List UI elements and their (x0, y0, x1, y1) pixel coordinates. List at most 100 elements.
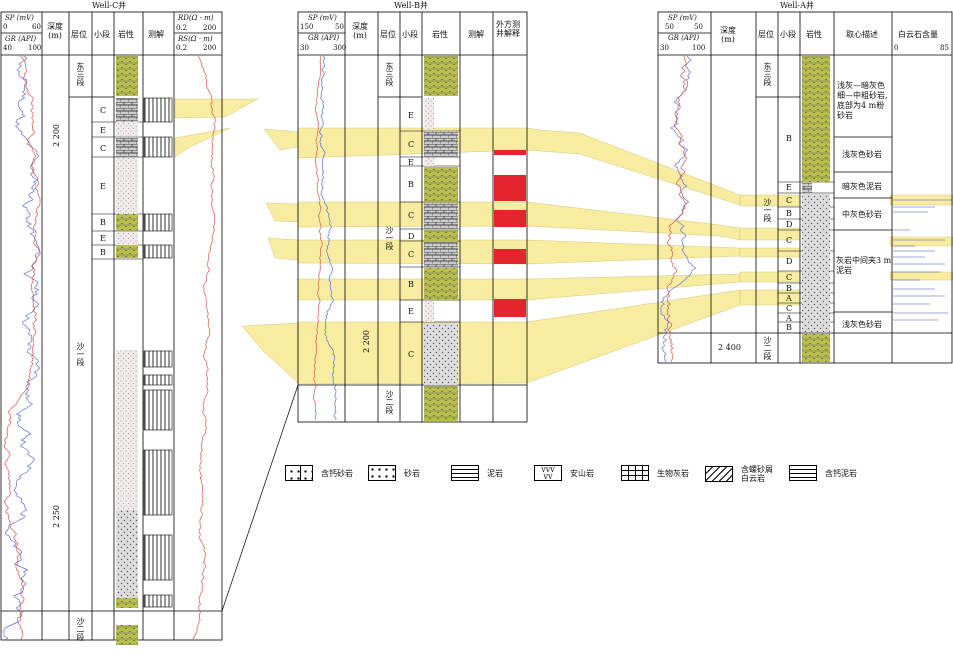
well-a-sp-label: SP (mV) (668, 14, 697, 22)
well-c-sub-3: E (100, 182, 106, 191)
well-c-sub-2: C (100, 144, 107, 153)
legend-label-0: 含钙砂岩 (321, 468, 353, 478)
well-c-layer-label: 层位 (71, 30, 87, 39)
well-a-sub-9: A (786, 294, 792, 303)
well-c-litho-label: 岩性 (118, 30, 134, 39)
legend-label-2: 泥岩 (487, 468, 503, 478)
well-a-title: Well-A井 (780, 1, 814, 10)
well-c-rs-label: RS(Ω · m) (178, 35, 213, 43)
well-c-sp-curve (3, 55, 41, 641)
legend-label-1: 砂岩 (404, 468, 420, 478)
well-c-sp-label: SP (mV) (5, 14, 34, 22)
well-a-sub-10: C (786, 304, 793, 313)
well-a-panel (657, 11, 953, 364)
band-9 (241, 322, 299, 384)
legend-label-3: 安山岩 (570, 468, 594, 478)
band-13 (889, 236, 953, 247)
well-c-rs-max: 200 (203, 44, 217, 52)
well-b-sub-3: B (408, 180, 414, 189)
well-a-core-0: 浅灰—暗灰色 细—中粗砂岩, 底部为4 m粉 砂岩 (837, 81, 888, 120)
well-c-gr-max: 100 (28, 44, 42, 52)
legend-sandstone: 砂岩 (368, 465, 420, 481)
well-a-depth-label: 深度 (m) (720, 26, 736, 44)
well-b-sp-label: SP (mV) (308, 14, 337, 22)
well-c-sub-0: C (100, 106, 107, 115)
well-c-rd-min: 0.2 (176, 24, 188, 32)
well-b-title: Well-B井 (394, 1, 429, 10)
well-b-unit-mid: 沙一段 (385, 226, 394, 250)
well-b-sp-min: 150 (300, 23, 314, 31)
well-a-sub-8: B (786, 284, 792, 293)
well-c-depth-label: 深度 (m) (47, 22, 63, 40)
well-a-core-label: 取心描述 (846, 30, 878, 39)
band-1 (174, 98, 259, 119)
well-a-sub-4: D (786, 220, 793, 229)
well-c-unit-bot: 沙二段 (76, 617, 85, 641)
well-a-litho (802, 56, 830, 362)
well-c-litho (116, 56, 138, 645)
legend-mudstone: 泥岩 (451, 465, 503, 481)
well-a-sub-5: C (786, 236, 793, 245)
well-c-depth-2250: 2 250 (52, 505, 61, 528)
well-b-sub-6: C (408, 250, 415, 259)
well-b-gr-label: GR (API) (308, 34, 340, 42)
well-a-core-4: 灰岩中间夹3 m 泥岩 (836, 256, 892, 275)
calcareous-mudstone-icon (789, 465, 817, 481)
well-a-dolo-label: 白云石含量 (898, 30, 938, 39)
well-a-layer-label: 层位 (758, 30, 774, 39)
well-c-unit-top: 东三段 (76, 62, 85, 86)
well-c-rd-label: RD(Ω · m) (178, 14, 214, 22)
well-b-oil-zones (494, 150, 526, 317)
well-b-depth-2200: 2 200 (362, 330, 371, 353)
well-c-unit-mid: 沙一段 (76, 342, 85, 366)
well-b-litho (424, 56, 458, 421)
band-14 (889, 271, 953, 281)
well-c-gr-label: GR (API) (5, 35, 37, 43)
well-a-sp-max: 50 (694, 23, 703, 31)
well-c-sub-5: E (100, 234, 106, 243)
well-a-depth-2400: 2 400 (718, 343, 741, 352)
well-c-interp-label: 测解 (148, 30, 164, 39)
legend-calcareous-sandstone: 含钙砂岩 (285, 465, 353, 481)
well-c-sub-6: B (100, 248, 106, 257)
well-b-depth-label: 深度 (m) (352, 22, 368, 40)
well-b-gr-max: 300 (333, 44, 347, 52)
well-b-unit-top: 东三段 (385, 62, 394, 86)
well-a-sub-12: B (786, 323, 792, 332)
correlation-bands (174, 98, 953, 385)
well-b-panel (297, 11, 528, 423)
well-a-sub-2: C (786, 196, 793, 205)
band-3 (263, 128, 299, 151)
well-c-gr-min: 40 (3, 44, 12, 52)
well-a-unit-mid: 沙一段 (763, 198, 772, 222)
well-b-sub-4: C (408, 211, 415, 220)
well-c-interp (143, 97, 173, 608)
legend-calcareous-mudstone: 含钙泥岩 (789, 465, 857, 481)
well-a-gr-max: 100 (692, 44, 706, 52)
log-curves (3, 55, 697, 641)
well-a-sp-curve (660, 55, 697, 363)
well-b-litho-label: 岩性 (432, 30, 448, 39)
well-b-sub-8: E (408, 307, 414, 316)
well-a-sub-6: D (786, 257, 793, 266)
mudstone-icon (451, 465, 479, 481)
legend-label-6: 含钙泥岩 (825, 468, 857, 478)
well-c-panel (0, 11, 223, 641)
well-b-layer-label: 层位 (380, 30, 396, 39)
well-a-sub-label: 小段 (780, 30, 796, 39)
well-c-depth-2200: 2 200 (52, 124, 61, 147)
well-c-rs-min: 0.2 (176, 44, 188, 52)
well-c-sp-max: 60 (32, 23, 41, 31)
well-b-sub-1: C (408, 140, 415, 149)
well-b-sub-5: D (408, 232, 415, 241)
well-c-sub-label: 小段 (94, 30, 110, 39)
well-b-interp-label: 测解 (468, 30, 484, 39)
legend-bioclastic-limestone: 生物灰岩 (621, 465, 689, 481)
well-c-sub-1: E (100, 126, 106, 135)
well-b-ext-label: 外方测 井解释 (496, 20, 520, 38)
well-a-litho-label: 岩性 (806, 30, 822, 39)
well-a-sub-11: A (786, 314, 792, 323)
